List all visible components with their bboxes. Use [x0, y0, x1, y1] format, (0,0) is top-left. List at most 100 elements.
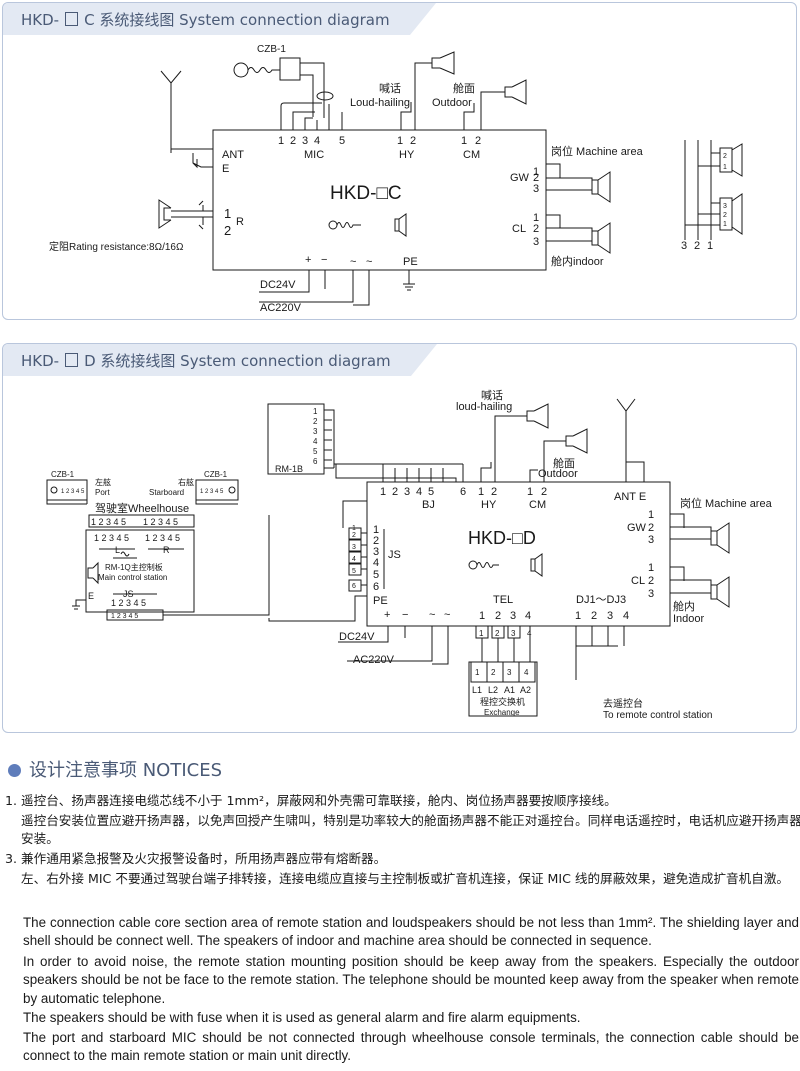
svg-text:4: 4	[314, 135, 320, 147]
svg-text:ANT E: ANT E	[614, 491, 646, 503]
svg-text:DC24V: DC24V	[339, 631, 375, 643]
svg-text:3: 3	[352, 544, 356, 551]
svg-text:1: 1	[479, 610, 485, 622]
svg-text:1: 1	[461, 135, 467, 147]
svg-text:5: 5	[428, 486, 434, 498]
svg-text:CZB-1: CZB-1	[257, 44, 286, 55]
svg-text:CZB-1: CZB-1	[204, 470, 228, 479]
svg-text:1: 1	[575, 610, 581, 622]
speaker-icon-outdoor-d	[565, 428, 588, 454]
svg-text:TEL: TEL	[493, 594, 513, 606]
svg-text:5: 5	[373, 569, 379, 581]
svg-text:岗位 Machine area: 岗位 Machine area	[680, 496, 773, 510]
svg-text:3: 3	[507, 668, 512, 677]
svg-text:2: 2	[541, 486, 547, 498]
antenna-icon-d	[616, 398, 645, 482]
diagram-hkd-c: HKD-□C ANT E CZB-1 1 2 3 4 5 MIC 喊话 Loud…	[49, 44, 743, 314]
svg-text:2: 2	[648, 522, 654, 534]
svg-text:1: 1	[475, 668, 480, 677]
svg-text:2: 2	[373, 535, 379, 547]
svg-text:R: R	[163, 545, 170, 555]
svg-text:6: 6	[313, 457, 318, 466]
svg-text:驾驶室Wheelhouse: 驾驶室Wheelhouse	[95, 501, 189, 515]
svg-text:1: 1	[723, 164, 727, 171]
svg-text:2: 2	[533, 223, 539, 235]
svg-text:3: 3	[648, 588, 654, 600]
notice-en-1: 1.The connection cable core section area…	[23, 915, 799, 949]
svg-text:HY: HY	[481, 499, 497, 511]
svg-text:5: 5	[339, 135, 345, 147]
svg-text:1: 1	[648, 509, 654, 521]
speaker-icon-unit	[394, 213, 407, 237]
svg-text:Indoor: Indoor	[673, 613, 705, 625]
svg-text:~: ~	[429, 609, 435, 621]
svg-text:定阻Rating resistance:8Ω/16Ω: 定阻Rating resistance:8Ω/16Ω	[49, 240, 184, 253]
svg-text:4: 4	[313, 437, 318, 446]
svg-text:1: 1	[478, 486, 484, 498]
svg-text:2: 2	[491, 486, 497, 498]
speaker-icon-r	[158, 199, 172, 229]
svg-text:A2: A2	[520, 685, 531, 695]
svg-text:1: 1	[479, 629, 484, 638]
svg-text:2: 2	[352, 532, 356, 539]
svg-text:RM-1B: RM-1B	[275, 464, 303, 474]
panel-c-title: HKD-C 系统接线图 System connection diagram	[3, 3, 436, 35]
svg-text:4: 4	[416, 486, 422, 498]
svg-text:2: 2	[495, 629, 500, 638]
svg-text:L: L	[115, 545, 120, 555]
svg-text:CM: CM	[463, 149, 480, 161]
svg-text:1 2 3 4 5: 1 2 3 4 5	[200, 489, 224, 495]
panel-d-title: HKD-D 系统接线图 System connection diagram	[3, 344, 437, 376]
speaker-icon-cl	[591, 222, 611, 254]
svg-text:程控交换机: 程控交换机	[480, 696, 525, 707]
notice-cn-3: 3.兼作通用紧急报警及火灾报警设备时，所用扬声器应带有熔断器。	[5, 851, 387, 866]
speaker-icon-unit-d	[530, 553, 543, 577]
svg-text:1: 1	[397, 135, 403, 147]
svg-text:1: 1	[648, 562, 654, 574]
svg-text:L2: L2	[488, 685, 498, 695]
svg-text:Exchange: Exchange	[484, 708, 520, 717]
svg-text:+: +	[384, 609, 390, 621]
svg-text:2: 2	[224, 223, 231, 238]
svg-text:+: +	[305, 254, 311, 266]
speaker-icon-wheelhouse	[87, 561, 99, 585]
svg-text:1: 1	[723, 221, 727, 228]
svg-text:1 2 3 4 5: 1 2 3 4 5	[143, 517, 178, 527]
svg-text:CM: CM	[529, 499, 546, 511]
svg-text:右舷: 右舷	[178, 477, 194, 487]
svg-text:2: 2	[475, 135, 481, 147]
svg-text:6: 6	[373, 581, 379, 593]
svg-text:PE: PE	[373, 595, 388, 607]
svg-text:1: 1	[352, 525, 356, 532]
svg-text:GW: GW	[627, 522, 647, 534]
svg-text:5: 5	[313, 447, 318, 456]
svg-text:Main control station: Main control station	[98, 573, 167, 582]
svg-text:loud-hailing: loud-hailing	[456, 401, 512, 413]
svg-text:3: 3	[607, 610, 613, 622]
svg-text:~: ~	[444, 609, 450, 621]
speaker-icon-cl-d	[710, 576, 730, 608]
svg-text:2: 2	[410, 135, 416, 147]
svg-text:1: 1	[533, 212, 539, 224]
svg-text:Outdoor: Outdoor	[538, 468, 578, 480]
svg-text:GW: GW	[510, 172, 530, 184]
speaker-icon-gw	[591, 171, 611, 203]
svg-text:3: 3	[404, 486, 410, 498]
svg-text:−: −	[321, 254, 327, 266]
svg-text:AC220V: AC220V	[260, 302, 302, 314]
svg-text:E: E	[222, 163, 229, 175]
svg-text:RM-1Q主控制板: RM-1Q主控制板	[105, 562, 163, 572]
unit-label: HKD-□C	[330, 183, 402, 204]
panel-hkd-c: HKD-C 系统接线图 System connection diagram HK…	[2, 2, 797, 320]
bullet-dot-icon	[8, 764, 21, 777]
svg-text:2: 2	[533, 172, 539, 184]
svg-text:2: 2	[313, 417, 318, 426]
svg-text:4: 4	[373, 557, 379, 569]
svg-text:CL: CL	[631, 575, 645, 587]
svg-text:Outdoor: Outdoor	[432, 97, 472, 109]
svg-text:3: 3	[313, 427, 318, 436]
svg-text:1: 1	[278, 135, 284, 147]
svg-text:4: 4	[623, 610, 629, 622]
svg-text:2: 2	[591, 610, 597, 622]
svg-text:舱内indoor: 舱内indoor	[551, 254, 604, 268]
